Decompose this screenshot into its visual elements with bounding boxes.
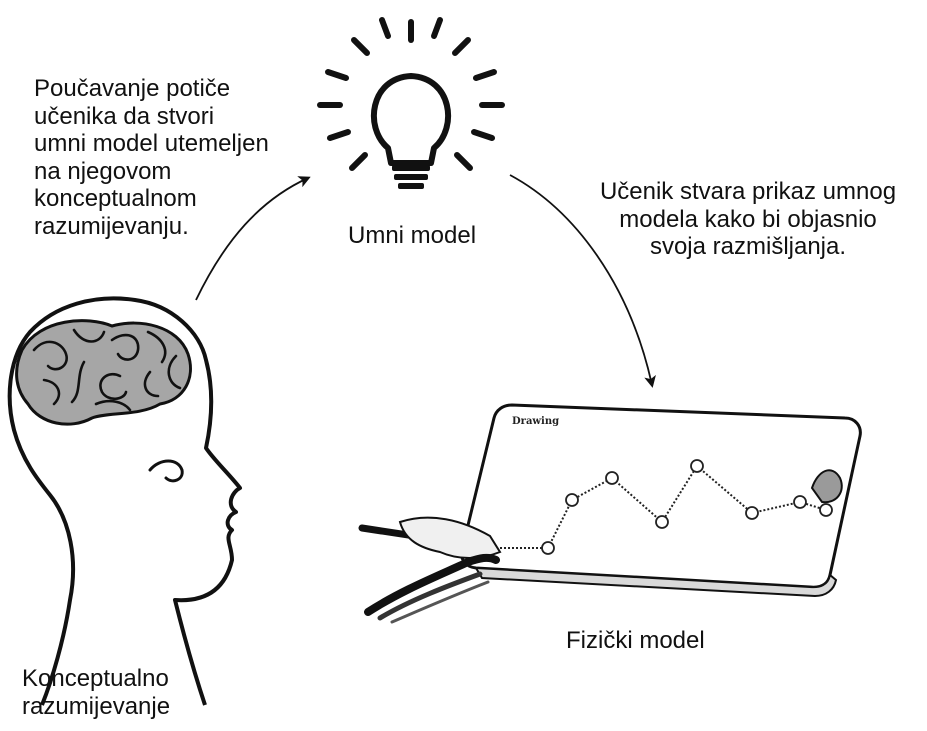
arrow-to-mental-model xyxy=(195,176,311,301)
mental-model-label: Umni model xyxy=(348,222,477,249)
conceptual-understanding-label: Konceptualno razumijevanje xyxy=(22,665,171,720)
physical-model-label: Fizički model xyxy=(566,627,705,654)
drawing-caption: Drawing xyxy=(512,416,559,427)
head-brain-icon xyxy=(7,296,242,706)
student-description: Učenik stvara prikaz umnog modela kako b… xyxy=(599,178,897,261)
lightbulb-icon xyxy=(317,17,505,189)
tablet-drawing-icon: Drawing xyxy=(460,403,862,598)
hand-with-stylus-icon xyxy=(358,516,502,624)
arrow-to-physical-model xyxy=(509,174,656,388)
teaching-description: Poučavanje potiče učenika da stvori umni… xyxy=(34,75,269,240)
